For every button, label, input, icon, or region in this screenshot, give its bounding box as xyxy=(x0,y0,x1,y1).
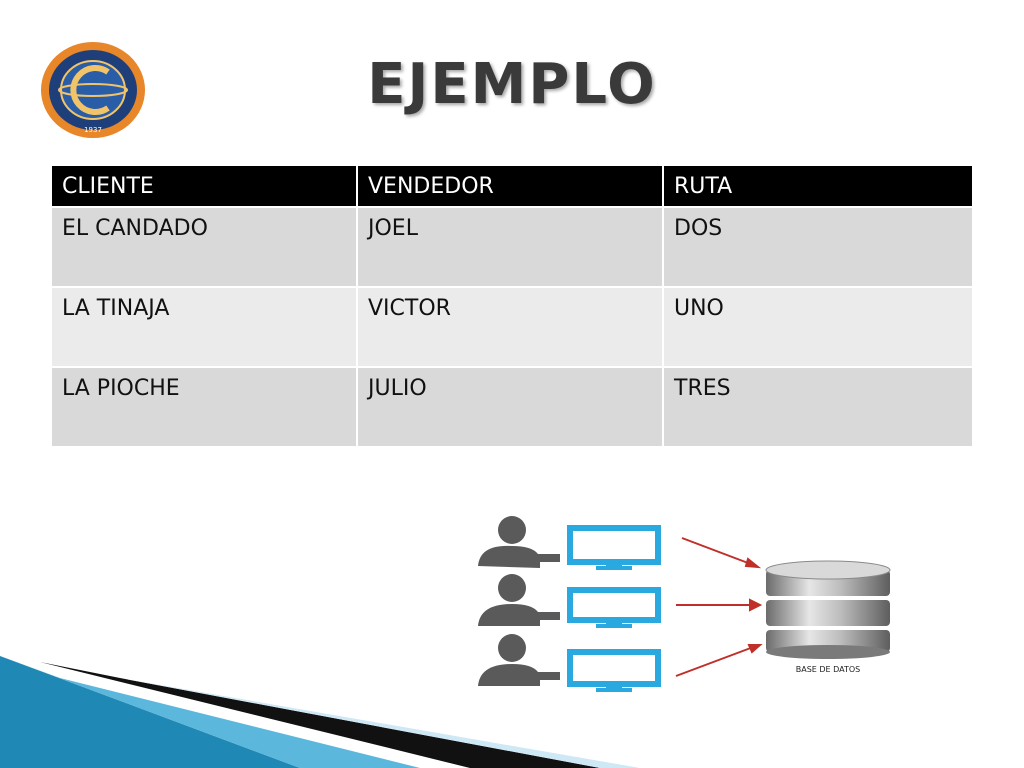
table-row: LA PIOCHE JULIO TRES xyxy=(52,368,972,448)
decorative-swoosh xyxy=(0,656,640,768)
cell-ruta: TRES xyxy=(664,368,972,448)
logo-year: 1937 xyxy=(84,126,102,134)
cell-ruta: UNO xyxy=(664,288,972,368)
faculty-seal-logo: 1937 xyxy=(41,42,145,138)
cell-cliente: LA PIOCHE xyxy=(52,368,358,448)
cell-vendedor: JOEL xyxy=(358,208,664,288)
table-row: LA TINAJA VICTOR UNO xyxy=(52,288,972,368)
cell-vendedor: JULIO xyxy=(358,368,664,448)
slide-title: EJEMPLO xyxy=(0,52,1024,117)
user-icon xyxy=(478,574,560,626)
header-vendedor: VENDEDOR xyxy=(358,166,664,208)
database-icon xyxy=(765,560,891,659)
cell-cliente: LA TINAJA xyxy=(52,288,358,368)
table-row: EL CANDADO JOEL DOS xyxy=(52,208,972,288)
monitor-icon xyxy=(567,587,661,628)
user-icon xyxy=(478,634,560,686)
cell-cliente: EL CANDADO xyxy=(52,208,358,288)
database-label: BASE DE DATOS xyxy=(796,665,861,674)
slide-title-text: EJEMPLO xyxy=(367,52,657,117)
header-ruta: RUTA xyxy=(664,166,972,208)
arrow-icon xyxy=(676,598,763,612)
user-icon xyxy=(478,516,560,568)
cell-vendedor: VICTOR xyxy=(358,288,664,368)
cell-ruta: DOS xyxy=(664,208,972,288)
database-diagram: BASE DE DATOS xyxy=(478,516,891,692)
monitor-icon xyxy=(567,649,661,692)
table-header-row: CLIENTE VENDEDOR RUTA xyxy=(52,166,972,208)
monitor-icon xyxy=(567,525,661,570)
arrow-icon xyxy=(675,644,763,677)
client-table: CLIENTE VENDEDOR RUTA EL CANDADO JOEL DO… xyxy=(52,166,972,448)
header-cliente: CLIENTE xyxy=(52,166,358,208)
arrow-icon xyxy=(681,537,762,569)
